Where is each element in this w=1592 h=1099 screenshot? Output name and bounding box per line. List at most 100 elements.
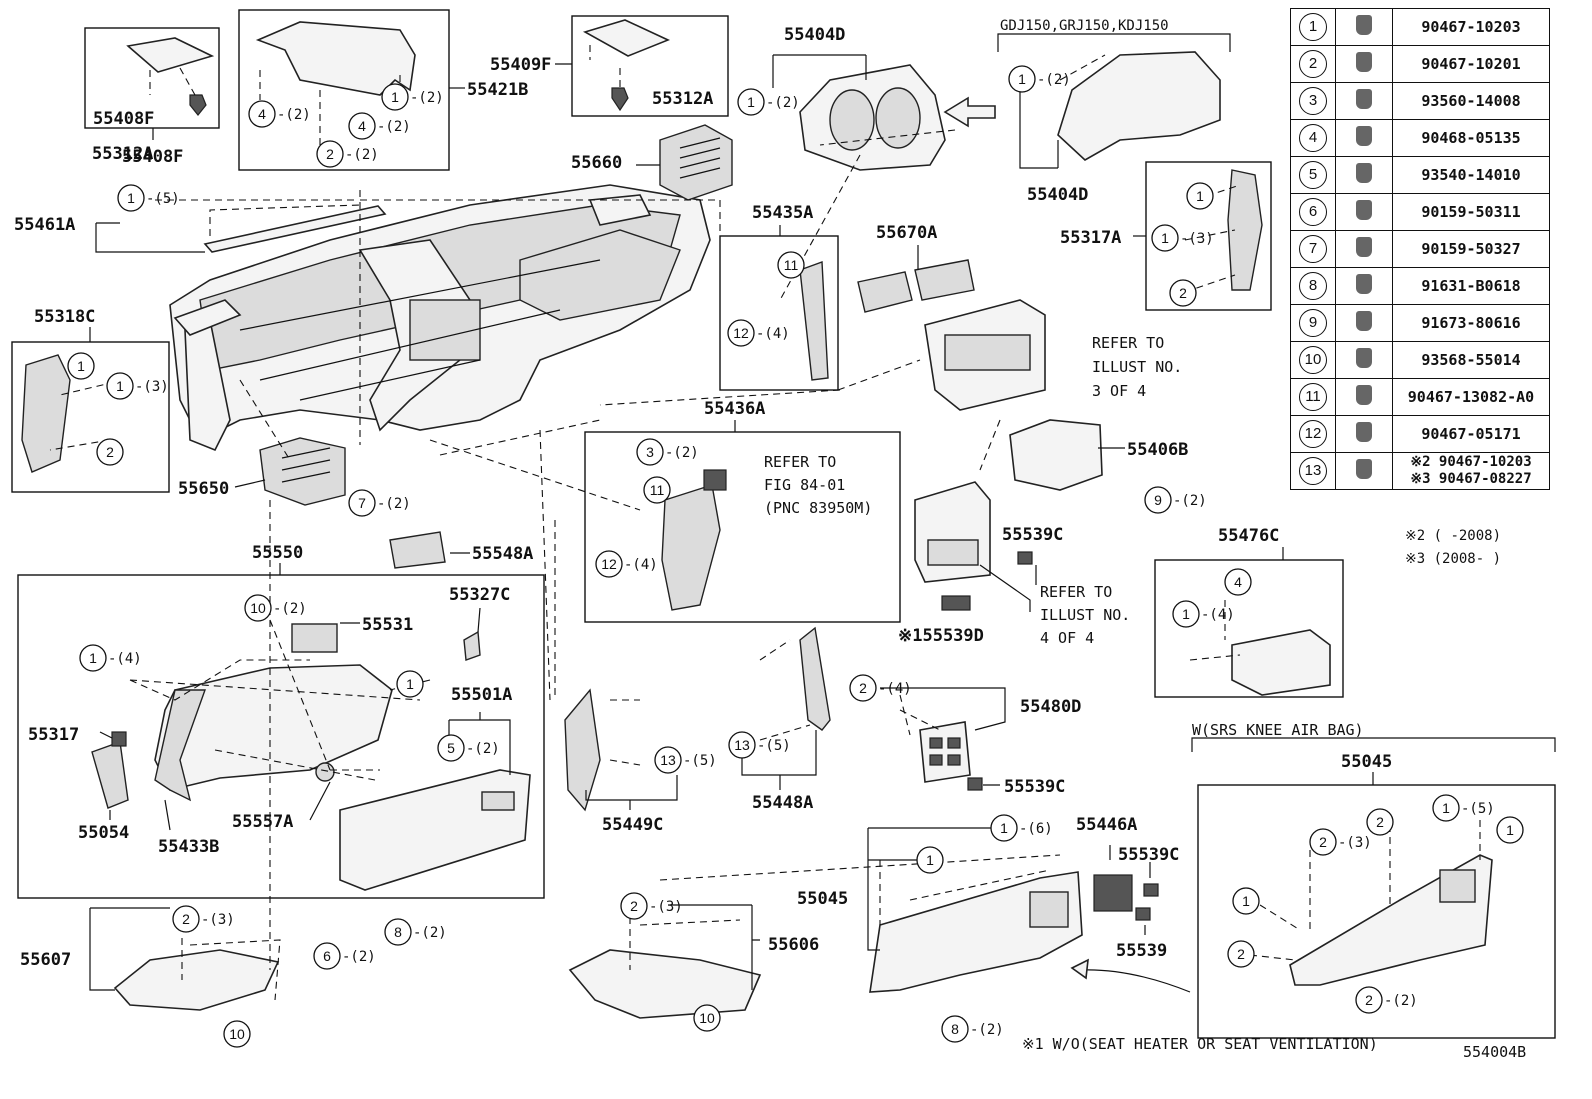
legend-part-line: ※2 90467-10203 [1410,454,1532,470]
label-p55550: 55550 [252,543,303,563]
callout-1: 1-(5) [1432,794,1495,822]
callout-2: 2-(3) [620,892,683,920]
callout-10: 10 [223,1020,251,1048]
callout-7: 7-(2) [348,489,411,517]
under-cover-55607 [113,949,280,1011]
legend-part-number: ※2 90467-10203※3 90467-08227 [1392,452,1550,490]
part-55409F [582,19,671,57]
callout-4: 4-(2) [248,100,311,128]
callout-8: 8-(2) [941,1015,1004,1043]
vent-55670A-2 [914,259,975,301]
label-0: REFER TO [1040,583,1112,601]
label-p55461A: 55461A [14,215,75,235]
legend-number: 4 [1299,124,1327,152]
box-55435A [719,235,839,391]
label-0: REFER TO [1092,334,1164,352]
callout-number: 1 [406,676,414,692]
label-p55660: 55660 [571,153,622,173]
part-55408F [126,37,215,73]
legend-part-number: 90467-10201 [1392,45,1550,83]
label-p55650: 55650 [178,479,229,499]
callout-4: 4-(2) [348,112,411,140]
screw-icon [1356,200,1372,220]
callout-number: 2 [182,911,190,927]
switch-55480D [919,721,971,783]
callout-2: 2-(2) [316,140,379,168]
label-p55449C: 55449C [602,815,663,835]
callout-quantity: -(2) [342,949,376,965]
vent-55650 [259,437,346,506]
callout-number: 12 [733,325,749,341]
screw-icon [1356,311,1372,331]
arrow-knee [1079,969,1191,993]
legend-row: 13 ※2 90467-10203※3 90467-08227 [1290,452,1550,490]
callout-12: 12-(4) [595,550,658,578]
label-p55312A_1: 55312A [92,144,153,164]
label-p55045_2: 55045 [1341,752,1392,772]
legend-number: 1 [1299,13,1327,41]
callout-number: 13 [660,752,676,768]
label-p55670A: 55670A [876,223,937,243]
label-p55318C: 55318C [34,307,95,327]
label-p55539D: ※155539D [898,626,984,646]
legend-number: 8 [1299,272,1327,300]
vent-55660 [659,124,733,201]
callout-10: 10 [693,1004,721,1032]
screw-icon [1356,237,1372,257]
callout-1: 1 [916,846,944,874]
callout-3: 3-(2) [636,438,699,466]
callout-8: 8-(2) [384,918,447,946]
box-55045-knee [1197,784,1556,1039]
box-55409F [571,15,729,117]
callout-4: 4 [1224,568,1252,596]
clip-55436A [703,469,727,491]
callout-quantity: -(4) [1201,607,1235,623]
legend-row: 2 90467-10201 [1290,45,1550,83]
label-p55531: 55531 [362,615,413,635]
callout-number: 1 [127,190,135,206]
callout-12: 12-(4) [727,319,790,347]
legend-note-2: ※2 ( -2008) [1405,528,1502,544]
callout-2: 2 [1169,279,1197,307]
center-bezel [914,481,991,583]
clip-icon [1356,459,1372,479]
callout-quantity: -(5) [683,753,717,769]
legend-part-number: 90467-05171 [1392,415,1550,453]
switch-55539 [1135,907,1151,921]
legend-number: 13 [1299,457,1327,485]
callout-quantity: -(2) [665,445,699,461]
switch-55446A [1093,874,1133,912]
legend-number: 11 [1299,383,1327,411]
callout-quantity: -(4) [108,651,142,667]
part-55406B [1009,419,1103,491]
label-p55409F: 55409F [490,55,551,75]
callout-number: 8 [394,924,402,940]
callout-number: 12 [601,556,617,572]
label-p55404D_1: 55404D [784,25,845,45]
box-55476C [1154,559,1344,698]
legend-part-number: 93540-14010 [1392,156,1550,194]
part-55531 [291,623,338,653]
callout-number: 11 [650,482,665,498]
box-55550 [17,574,545,899]
callout-quantity: -(2) [410,90,444,106]
bracket-model [997,33,1231,52]
callout-2: 2-(3) [172,905,235,933]
label-1: FIG 84-01 [764,476,845,494]
callout-quantity: -(5) [1461,801,1495,817]
label-p55476C: 55476C [1218,526,1279,546]
label-p55480D: 55480D [1020,697,1081,717]
label-p55408F: 55408F [93,109,154,129]
label-p55606: 55606 [768,935,819,955]
legend-note-3: ※3 (2008- ) [1405,551,1502,567]
legend-number: 2 [1299,50,1327,78]
callout-6: 6-(2) [313,942,376,970]
callout-number: 1 [391,89,399,105]
callout-quantity: -(3) [135,379,169,395]
